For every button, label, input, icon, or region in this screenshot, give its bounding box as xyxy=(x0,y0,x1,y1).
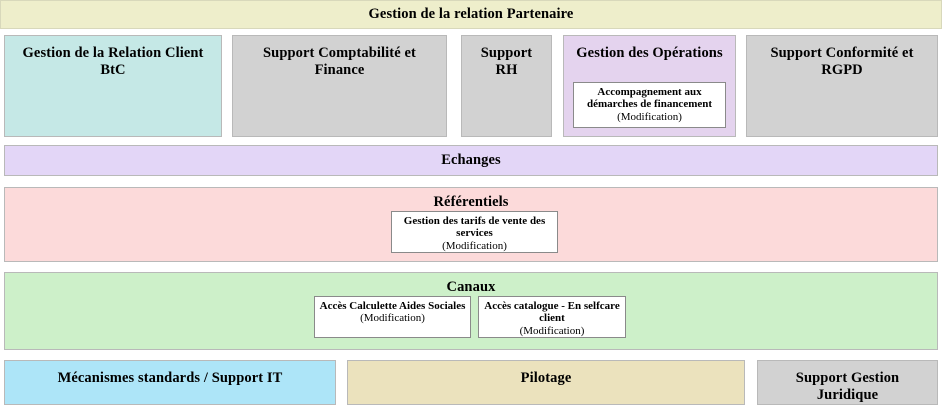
domain-column-label: Support Conformité et RGPD xyxy=(770,45,914,79)
band-referentiels[interactable]: Référentiels Gestion des tarifs de vente… xyxy=(4,187,938,262)
bottom-column-support-gestion-juridique[interactable]: Support Gestion Juridique xyxy=(757,360,938,405)
domain-column-support-comptabilite-finance[interactable]: Support Comptabilité et Finance xyxy=(232,35,447,137)
capability-card-accompagnement-demarches-financement[interactable]: Accompagnement aux démarches de financem… xyxy=(573,82,726,128)
capability-card-acces-calculette-aides-sociales[interactable]: Accès Calculette Aides Sociales (Modific… xyxy=(314,296,471,338)
capability-card-state: (Modification) xyxy=(360,312,425,325)
capability-card-label: Accès catalogue - En selfcare client xyxy=(484,300,620,325)
band-label: Echanges xyxy=(441,152,501,168)
capability-card-label: Accès Calculette Aides Sociales xyxy=(319,300,466,312)
capability-card-gestion-tarifs-vente-services[interactable]: Gestion des tarifs de vente des services… xyxy=(391,211,558,253)
band-echanges[interactable]: Echanges xyxy=(4,145,938,176)
domain-column-label: Gestion de la Relation Client BtC xyxy=(22,45,204,79)
capability-card-label: Accompagnement aux démarches de financem… xyxy=(586,86,713,111)
capability-card-state: (Modification) xyxy=(617,110,682,123)
bottom-column-label: Support Gestion Juridique xyxy=(795,370,900,404)
band-canaux[interactable]: Canaux Accès Calculette Aides Sociales (… xyxy=(4,272,938,350)
domain-column-gestion-relation-client-btc[interactable]: Gestion de la Relation Client BtC xyxy=(4,35,222,137)
bottom-column-label: Pilotage xyxy=(520,370,572,386)
capability-card-state: (Modification) xyxy=(519,324,585,337)
capability-card-label: Gestion des tarifs de vente des services xyxy=(403,215,546,240)
bottom-column-label: Mécanismes standards / Support IT xyxy=(57,370,283,386)
domain-column-label: Support RH xyxy=(480,45,533,79)
header-band-gestion-relation-partenaire[interactable]: Gestion de la relation Partenaire xyxy=(0,0,942,29)
domain-column-support-conformite-rgpd[interactable]: Support Conformité et RGPD xyxy=(746,35,938,137)
band-label: Canaux xyxy=(446,279,496,295)
capability-card-acces-catalogue-en-selfcare-client[interactable]: Accès catalogue - En selfcare client (Mo… xyxy=(478,296,626,338)
band-label: Référentiels xyxy=(433,194,509,210)
domain-column-support-rh[interactable]: Support RH xyxy=(461,35,552,137)
header-band-label: Gestion de la relation Partenaire xyxy=(368,6,574,22)
capability-card-state: (Modification) xyxy=(442,239,507,252)
bottom-column-pilotage[interactable]: Pilotage xyxy=(347,360,745,405)
bottom-column-mecanismes-standards-support-it[interactable]: Mécanismes standards / Support IT xyxy=(4,360,336,405)
domain-column-gestion-des-operations[interactable]: Gestion des Opérations Accompagnement au… xyxy=(563,35,736,137)
domain-column-label: Gestion des Opérations xyxy=(576,45,723,61)
domain-column-label: Support Comptabilité et Finance xyxy=(263,45,416,79)
